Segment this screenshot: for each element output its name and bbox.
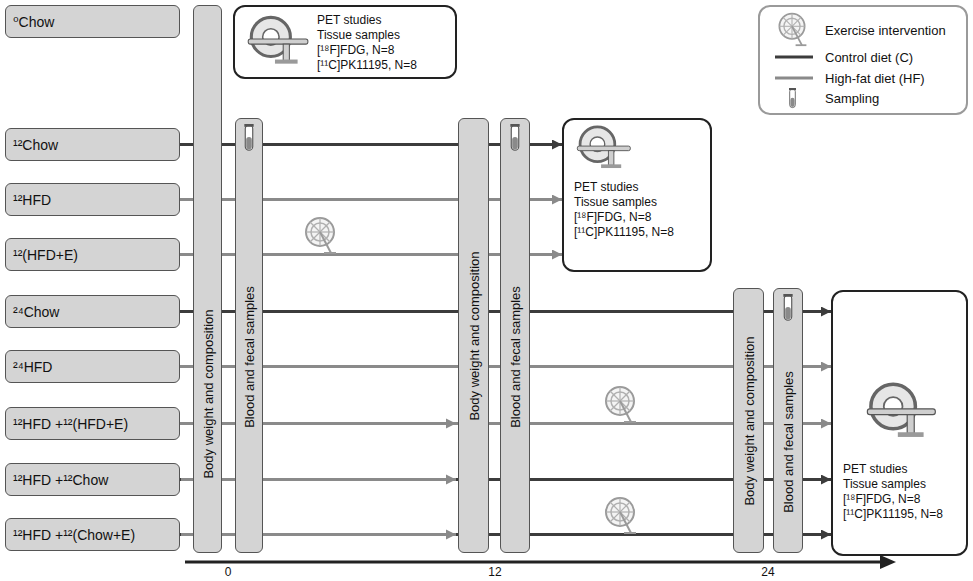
legend-text: High-fat diet (HF) bbox=[825, 71, 925, 86]
measurement-bar: Body weight and composition bbox=[458, 118, 489, 553]
time-label: 0 bbox=[225, 565, 232, 579]
bar-label: Blood and fecal samples bbox=[508, 286, 523, 428]
pet-text: [¹⁸F]FDG, N=8 bbox=[317, 43, 447, 58]
high-fat-segment bbox=[181, 478, 456, 481]
group-box: ¹²(HFD+E) bbox=[5, 238, 180, 271]
arrow-head bbox=[446, 475, 456, 485]
group-label: ¹²HFD bbox=[13, 192, 51, 208]
group-box: ²⁴HFD bbox=[5, 350, 180, 383]
pet-text: Tissue samples bbox=[574, 195, 702, 210]
pet-text: [¹¹C]PK11195, N=8 bbox=[317, 58, 447, 73]
exercise-wheel-icon bbox=[606, 498, 636, 533]
pet-text: Tissue samples bbox=[317, 28, 447, 43]
pet-text: [¹⁸F]FDG, N=8 bbox=[843, 492, 960, 507]
arrow-head bbox=[446, 419, 456, 429]
group-label: ²⁴Chow bbox=[13, 304, 59, 320]
measurement-bar: Body weight and composition bbox=[193, 5, 222, 553]
group-box: ¹²HFD +¹²(HFD+E) bbox=[5, 407, 180, 440]
legend-text: Sampling bbox=[825, 91, 879, 106]
group-box: ¹²Chow bbox=[5, 128, 180, 161]
sample-tube-icon bbox=[244, 124, 253, 150]
pet-text: [¹⁸F]FDG, N=8 bbox=[574, 210, 702, 225]
legend-line-sample bbox=[775, 56, 813, 59]
group-label: ²⁴HFD bbox=[13, 359, 52, 375]
pet-text: PET studies bbox=[574, 180, 702, 195]
pet-box: PET studiesTissue samples[¹⁸F]FDG, N=8[¹… bbox=[233, 5, 457, 79]
pet-text: PET studies bbox=[843, 462, 960, 477]
time-label: 12 bbox=[488, 565, 501, 579]
pet-text: [¹¹C]PK11195, N=8 bbox=[843, 507, 960, 522]
legend-text: Exercise intervention bbox=[825, 23, 946, 38]
sample-tube-icon bbox=[510, 124, 519, 150]
time-label: 24 bbox=[761, 565, 774, 579]
group-label: ¹²Chow bbox=[13, 137, 58, 153]
bar-label: Blood and fecal samples bbox=[781, 371, 796, 513]
sample-tube-icon bbox=[783, 294, 792, 320]
bar-label: Body weight and composition bbox=[466, 251, 481, 420]
group-box: ¹²HFD bbox=[5, 183, 180, 216]
bar-label: Blood and fecal samples bbox=[242, 286, 257, 428]
pet-box: PET studiesTissue samples[¹⁸F]FDG, N=8[¹… bbox=[562, 118, 712, 272]
sampling-bar: Blood and fecal samples bbox=[235, 118, 263, 553]
high-fat-segment bbox=[181, 533, 456, 536]
group-box: ¹²HFD +¹²(Chow+E) bbox=[5, 518, 180, 551]
group-label: ¹²(HFD+E) bbox=[13, 247, 78, 263]
pet-scanner-icon bbox=[867, 384, 935, 437]
pet-scanner-icon bbox=[577, 127, 630, 168]
pet-text: Tissue samples bbox=[843, 477, 960, 492]
legend-wheel-icon bbox=[779, 14, 806, 46]
sampling-bar: Blood and fecal samples bbox=[500, 118, 530, 553]
group-label: ¹²HFD +¹²Chow bbox=[13, 472, 108, 488]
group-label: ⁰Chow bbox=[13, 14, 54, 30]
group-label: ¹²HFD +¹²(Chow+E) bbox=[13, 527, 135, 543]
legend-line-sample bbox=[775, 77, 813, 80]
group-box: ¹²HFD +¹²Chow bbox=[5, 463, 180, 496]
time-axis bbox=[185, 561, 882, 564]
legend-tube-icon bbox=[789, 88, 796, 108]
bar-label: Body weight and composition bbox=[200, 309, 215, 478]
arrow-head bbox=[446, 530, 456, 540]
bar-label: Body weight and composition bbox=[741, 336, 756, 505]
sampling-bar: Blood and fecal samples bbox=[773, 288, 803, 553]
group-box: ⁰Chow bbox=[5, 5, 180, 38]
exercise-wheel-icon bbox=[606, 387, 636, 422]
exercise-wheel-icon bbox=[306, 218, 336, 253]
group-box: ²⁴Chow bbox=[5, 295, 180, 328]
pet-text: PET studies bbox=[317, 13, 447, 28]
group-label: ¹²HFD +¹²(HFD+E) bbox=[13, 416, 128, 432]
pet-text: [¹¹C]PK11195, N=8 bbox=[574, 225, 702, 240]
measurement-bar: Body weight and composition bbox=[733, 288, 764, 553]
pet-scanner-icon bbox=[248, 17, 308, 63]
time-axis-head bbox=[880, 555, 896, 569]
legend-text: Control diet (C) bbox=[825, 50, 913, 65]
pet-box: PET studiesTissue samples[¹⁸F]FDG, N=8[¹… bbox=[831, 290, 968, 556]
